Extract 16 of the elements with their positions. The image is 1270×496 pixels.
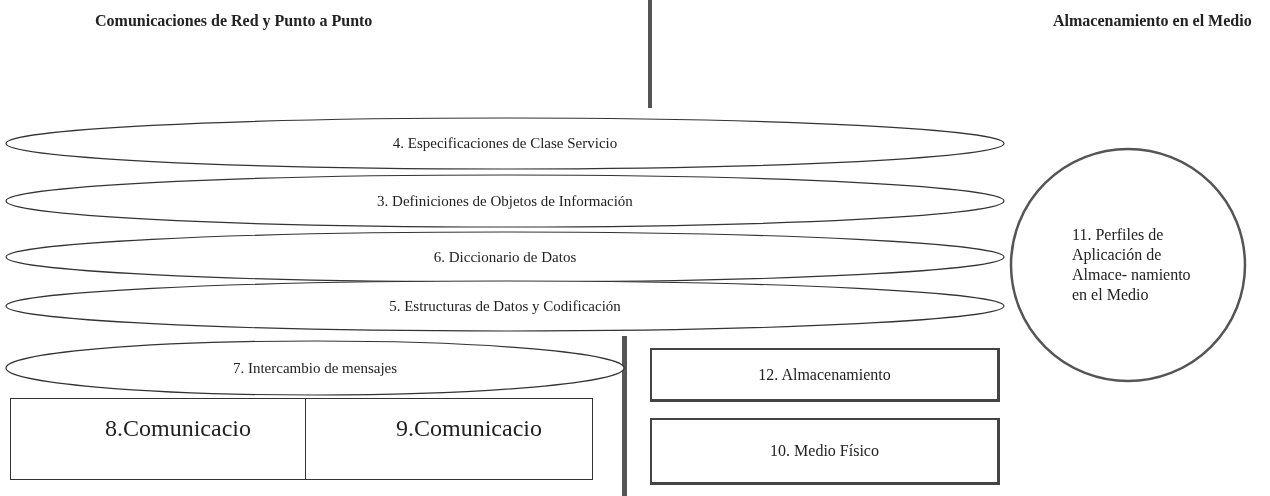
node-label: 3. Definiciones de Objetos de Información — [377, 192, 633, 210]
node-label: 11. Perfiles de Aplicación de Almace- namiento en el Medio — [1072, 225, 1192, 305]
node-label: 6. Diccionario de Datos — [433, 248, 577, 266]
node-label: 10. Medio Físico — [770, 442, 879, 460]
table-cell — [305, 398, 593, 480]
node-label: 8.Comunicacio — [105, 415, 251, 442]
table-cell — [10, 398, 306, 480]
node-label: 7. Intercambio de mensajes — [232, 359, 398, 377]
section-heading: Almacenamiento en el Medio — [1053, 12, 1252, 30]
process-box — [650, 418, 1000, 485]
process-box — [650, 348, 1000, 402]
node-label: 5. Estructuras de Datos y Codificación — [389, 297, 621, 315]
node-label: 4. Especificaciones de Clase Servicio — [392, 135, 618, 152]
node-label: 12. Almacenamiento — [758, 365, 891, 384]
node-label: 9.Comunicacio — [396, 415, 542, 442]
section-heading: Comunicaciones de Red y Punto a Punto — [95, 12, 373, 30]
